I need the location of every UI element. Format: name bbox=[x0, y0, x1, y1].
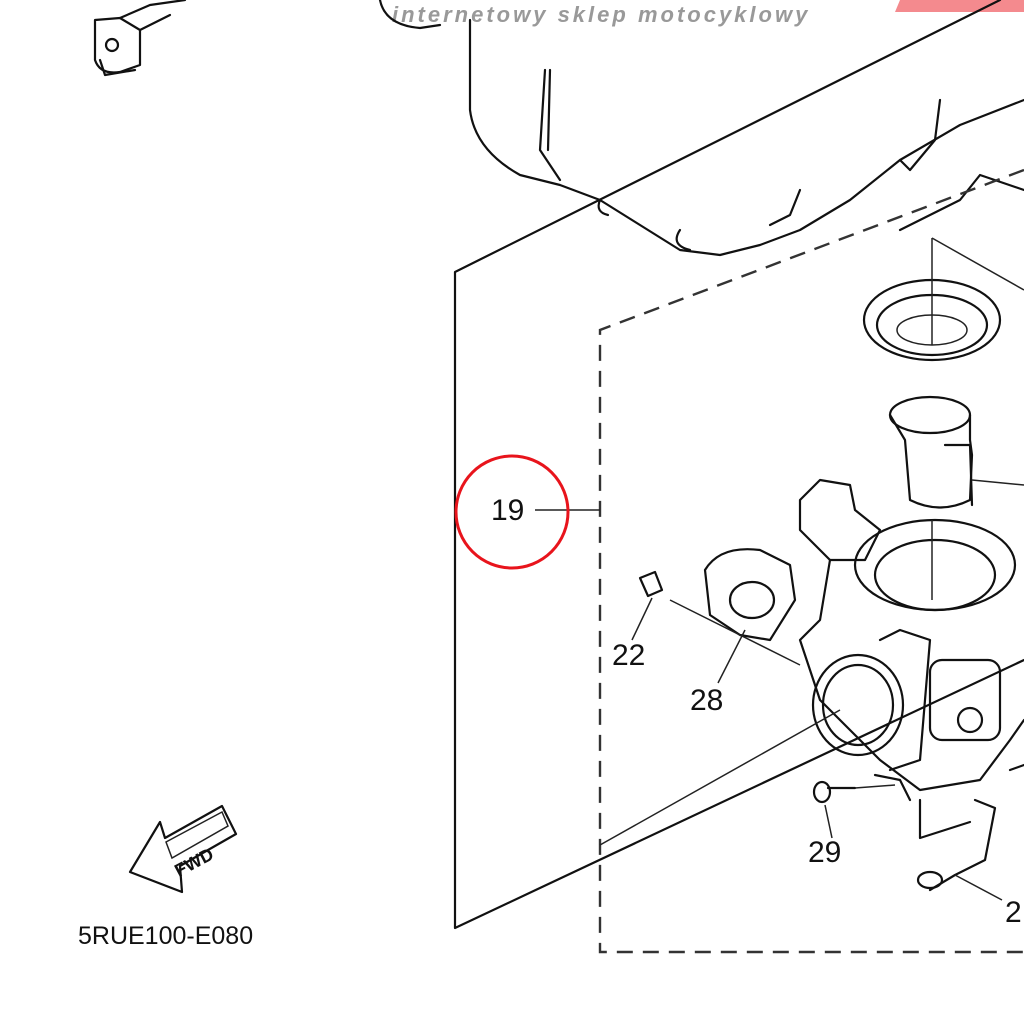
callout-28: 28 bbox=[690, 684, 723, 717]
watermark-text: internetowy sklep motocyklowy bbox=[392, 2, 810, 27]
piston-part bbox=[888, 395, 1024, 509]
diagram-code: 5RUE100-E080 bbox=[78, 922, 253, 950]
leader-22 bbox=[631, 597, 653, 641]
connector-part bbox=[93, 0, 187, 77]
leader-28 bbox=[717, 629, 746, 684]
callout-22: 22 bbox=[612, 639, 645, 672]
subassembly-outline bbox=[598, 168, 1024, 954]
fwd-label: FWD bbox=[171, 844, 217, 881]
screw-part bbox=[812, 763, 1024, 892]
fwd-arrow-icon: FWD bbox=[128, 804, 238, 894]
callout-29: 29 bbox=[808, 836, 841, 869]
diaphragm-part bbox=[862, 237, 1024, 362]
throttle-body bbox=[798, 478, 1024, 802]
leader-throttle bbox=[599, 709, 841, 846]
watermark-bar bbox=[895, 0, 1024, 12]
leader-2x bbox=[954, 874, 1003, 901]
airbox-housing bbox=[378, 0, 1024, 257]
highlight-circle[interactable] bbox=[454, 454, 570, 570]
assembly-outline bbox=[453, 0, 1024, 930]
throttle-position-sensor bbox=[638, 548, 801, 666]
callout-2x: 2 bbox=[1005, 896, 1022, 929]
leader-29 bbox=[824, 804, 833, 839]
callout-19: 19 bbox=[491, 494, 524, 527]
